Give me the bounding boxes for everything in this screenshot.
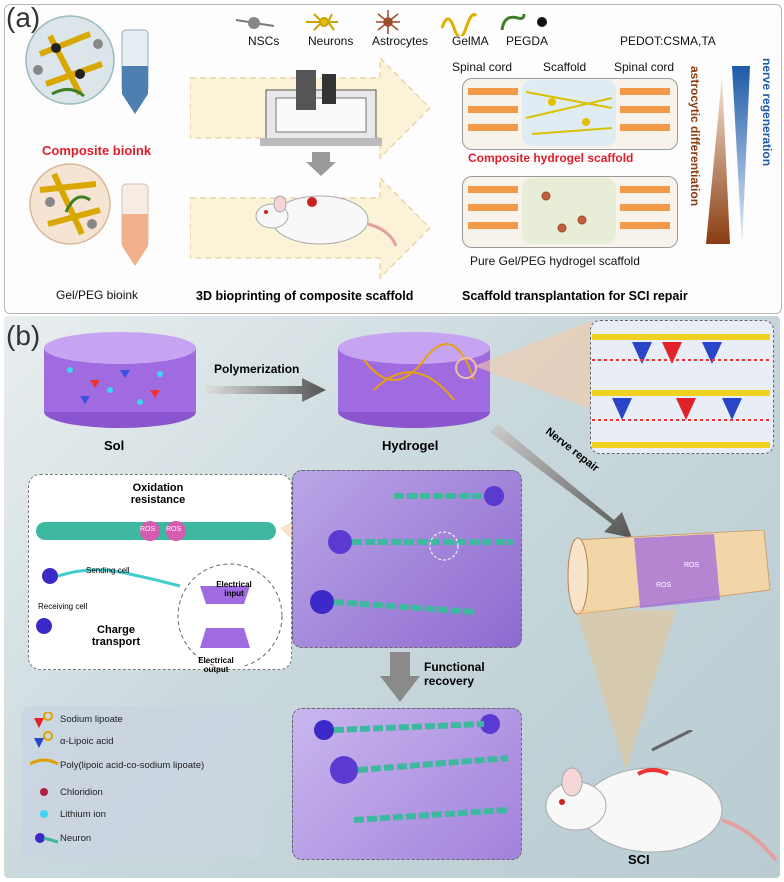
sol-label: Sol (104, 438, 125, 453)
molecule-legend-icons (30, 712, 59, 844)
charge-transport-label: Charge transport (91, 624, 141, 648)
pure-scaffold-label: Pure Gel/PEG hydrogel scaffold (470, 254, 640, 268)
lipoic-acid-icon (34, 731, 53, 748)
gradient-triangles (706, 66, 750, 246)
electrical-input-label: Electrical input (216, 580, 252, 598)
spinal-cord-right-label: Spinal cord (614, 60, 675, 74)
legend-icons (235, 10, 547, 36)
scaffold-label: Scaffold (543, 60, 587, 74)
neuron-network-art (310, 486, 514, 615)
legend-pedot: PEDOT:CSMA,TA (620, 34, 716, 48)
legend-nscs: NSCs (248, 34, 280, 48)
electrical-output-label: Electrical output (198, 656, 234, 674)
legend-lipoic-acid: α-Lipoic acid (60, 736, 114, 747)
neuron-icon (306, 13, 338, 31)
neuron-legend-icon (35, 833, 59, 844)
nsc-icon (235, 17, 275, 29)
chloridion-icon (40, 788, 48, 796)
ros-implant-1: ROS (684, 562, 700, 569)
sci-label: SCI (628, 852, 650, 867)
bioprinter-illustration (260, 70, 382, 146)
mechanism-art (36, 521, 283, 666)
panel-b-label: (b) (6, 320, 41, 351)
bioprinting-caption: 3D bioprinting of composite scaffold (196, 289, 414, 303)
pegda-icon (500, 13, 526, 31)
sol-cylinder (44, 332, 196, 428)
recovered-neuron-art (314, 714, 509, 823)
hydrogel-cylinder (338, 332, 490, 428)
nerve-repair-arrow (490, 424, 632, 538)
neuron-network-box (292, 470, 522, 648)
legend-gelma: GelMA (452, 34, 489, 48)
legend-sodium-lipoate: Sodium lipoate (60, 714, 123, 725)
molecule-legend (22, 706, 262, 858)
polymerization-label: Polymerization (214, 362, 300, 376)
legend-neurons: Neurons (308, 34, 354, 48)
recovery-arrow (380, 652, 420, 702)
down-arrow-icon (306, 152, 336, 176)
legend-lithium: Lithium ion (60, 809, 106, 820)
transplant-caption: Scaffold transplantation for SCI repair (462, 289, 688, 303)
lithium-icon (40, 810, 48, 818)
hydrogel-label: Hydrogel (382, 438, 439, 453)
legend-astrocytes: Astrocytes (372, 34, 429, 48)
molecular-zoom-box (590, 320, 774, 454)
rat-illustration (255, 195, 398, 247)
sodium-lipoate-icon (34, 712, 53, 728)
panel-a-label: (a) (6, 2, 41, 33)
astro-diff-label: astrocytic differentiation (688, 66, 702, 207)
nerve-regen-label: nerve regeneration (760, 58, 774, 167)
composite-scaffold-label: Composite hydrogel scaffold (468, 151, 634, 165)
bioink-illustrations (25, 15, 149, 266)
legend-polymer: Poly(lipoic acid-co-sodium lipoate) (60, 760, 205, 771)
legend-chloridion: Chloridion (60, 787, 103, 798)
zoom-beam (474, 320, 594, 410)
spinal-cord-left-label: Spinal cord (452, 60, 513, 74)
functional-recovery-label: Functional recovery (424, 660, 485, 688)
gel-peg-bioink-label: Gel/PEG bioink (56, 288, 139, 302)
sci-rat-illustration (545, 730, 778, 862)
molecular-zoom-art (592, 334, 770, 448)
pedot-icon (537, 17, 547, 27)
implant-beam (576, 610, 676, 770)
pure-scaffold-art (468, 178, 670, 244)
gelma-icon (440, 13, 478, 36)
composite-scaffold-art (468, 80, 670, 146)
polymerization-arrow (206, 378, 326, 402)
legend-neuron: Neuron (60, 833, 92, 844)
polymer-icon (30, 758, 59, 766)
oxidation-label: Oxidation resistance (130, 482, 186, 506)
ros-badge-2: ROS (166, 526, 182, 533)
ros-badge-1: ROS (140, 526, 156, 533)
composite-bioink-label: Composite bioink (42, 143, 152, 158)
ros-implant-2: ROS (656, 582, 672, 589)
sending-cell-label: Sending cell (86, 566, 130, 575)
astrocyte-icon (376, 10, 400, 34)
spinal-cord-implant (567, 530, 771, 615)
legend-pegda: PEGDA (506, 34, 549, 48)
receiving-cell-label: Receiving cell (38, 602, 88, 611)
